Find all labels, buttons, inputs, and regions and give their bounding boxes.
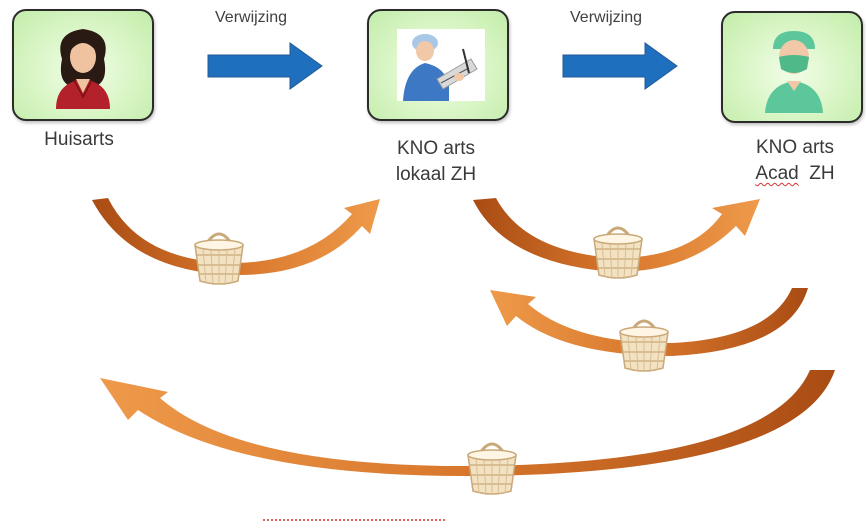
referral-arrow-2	[562, 42, 678, 90]
curve-arrow-3	[490, 288, 808, 356]
referral-label-2: Verwijzing	[570, 9, 643, 26]
surgeon-icon	[765, 31, 823, 113]
basket-icon	[193, 232, 245, 287]
kno-lokaal-line2: lokaal ZH	[395, 164, 477, 185]
kno-acad-line2-zh: ZH	[809, 163, 835, 184]
kno-lokaal-label: KNO arts lokaal ZH	[364, 136, 508, 188]
kno-lokaal-line1: KNO arts	[396, 138, 476, 159]
kno-acad-label: KNO arts Acad ZH	[730, 135, 860, 187]
female-doctor-icon	[56, 29, 110, 109]
kno-acad-line1: KNO arts	[755, 137, 835, 158]
basket-icon	[618, 319, 670, 374]
referral-arrow-1	[207, 42, 323, 90]
huisarts-label-text: Huisarts	[44, 129, 114, 150]
referral-label-1: Verwijzing	[215, 9, 288, 26]
kno-acad-box	[721, 11, 863, 123]
curve-arrow-4	[100, 370, 835, 477]
basket-icon	[466, 442, 518, 497]
basket-icon	[592, 226, 644, 281]
kno-acad-line2: Acad ZH	[730, 161, 860, 187]
curve-arrow-1	[92, 198, 380, 276]
huisarts-label: Huisarts	[12, 127, 146, 153]
nurse-with-clipboard-icon	[397, 29, 485, 101]
kno-acad-line2-acad: Acad	[755, 163, 799, 184]
curve-arrow-2	[473, 198, 760, 272]
kno-lokaal-box	[367, 9, 509, 121]
huisarts-box	[12, 9, 154, 121]
